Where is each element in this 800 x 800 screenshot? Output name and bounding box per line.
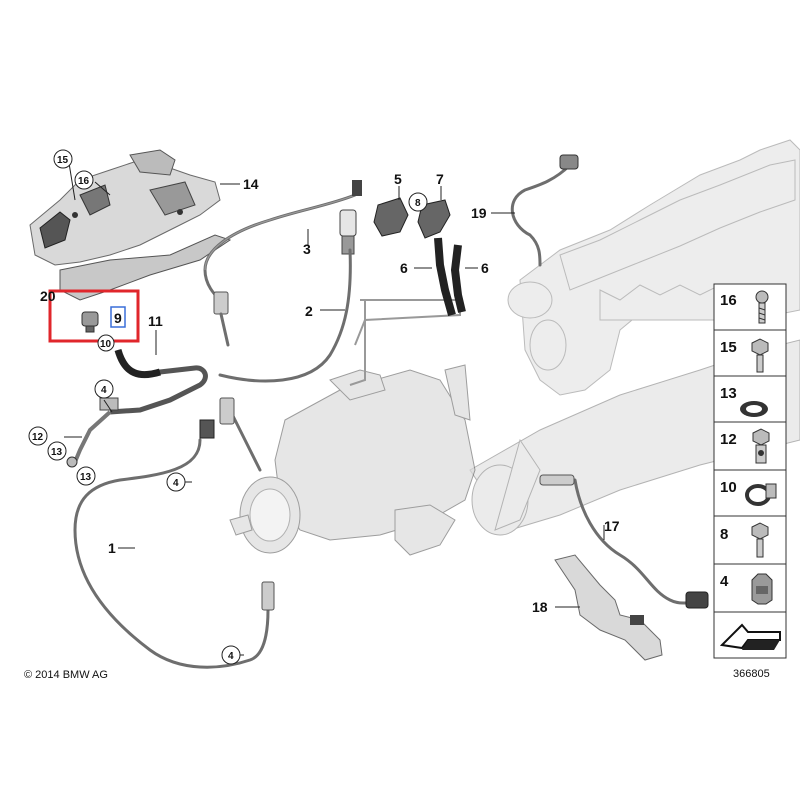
callout-6a[interactable]: 6 [400, 260, 408, 276]
svg-text:16: 16 [78, 176, 90, 187]
svg-text:16: 16 [720, 292, 737, 309]
legend-row-arrow[interactable] [713, 611, 787, 659]
legend-row-13[interactable]: 13 [713, 375, 787, 423]
callout-9[interactable]: 9 [114, 310, 122, 326]
svg-text:8: 8 [720, 526, 728, 543]
svg-text:13: 13 [720, 385, 737, 402]
bracket-part-14 [29, 149, 232, 301]
image-number: 366805 [733, 668, 770, 680]
callout-17[interactable]: 17 [604, 518, 620, 534]
svg-text:13: 13 [51, 447, 63, 458]
callout-11[interactable]: 11 [148, 313, 163, 329]
callout-7[interactable]: 7 [436, 171, 444, 187]
svg-text:12: 12 [32, 432, 44, 443]
callout-18[interactable]: 18 [532, 599, 548, 615]
callout-13b[interactable]: 13 [76, 466, 96, 486]
legend-row-12[interactable]: 12 [713, 421, 787, 471]
legend-row-15[interactable]: 15 [713, 329, 787, 377]
callout-4a[interactable]: 4 [94, 379, 114, 399]
callout-13a[interactable]: 13 [47, 441, 67, 461]
callout-16[interactable]: 16 [74, 170, 94, 190]
pipe-part-11 [66, 348, 208, 468]
banjo-bolt-icon [752, 428, 770, 464]
callout-1[interactable]: 1 [108, 540, 116, 556]
selected-part-highlight[interactable] [48, 289, 140, 343]
particulate-filter [229, 364, 476, 556]
clip-icon [751, 573, 773, 605]
hose-clamp-icon [745, 483, 777, 506]
callout-4c[interactable]: 4 [221, 645, 241, 665]
legend-row-8[interactable]: 8 [713, 515, 787, 565]
screw-icon [755, 290, 769, 324]
callout-15[interactable]: 15 [53, 149, 73, 169]
legend-row-4[interactable]: 4 [713, 563, 787, 613]
sealing-ring-icon [740, 401, 768, 417]
callouts: 14 15 16 3 2 5 7 8 6 6 19 20 9 10 11 4 [28, 149, 620, 665]
svg-text:15: 15 [720, 339, 737, 356]
callout-3[interactable]: 3 [303, 241, 311, 257]
svg-text:4: 4 [720, 573, 729, 590]
callout-10[interactable]: 10 [97, 334, 115, 352]
callout-5[interactable]: 5 [394, 171, 402, 187]
sensor-part-9 [81, 311, 99, 333]
parts-legend: 16 15 13 [713, 283, 787, 680]
legend-row-10[interactable]: 10 [713, 469, 787, 517]
callout-14[interactable]: 14 [243, 176, 259, 192]
callout-2[interactable]: 2 [305, 303, 313, 319]
legend-row-16[interactable]: 16 [713, 283, 787, 331]
svg-text:4: 4 [228, 651, 234, 662]
svg-text:4: 4 [173, 478, 179, 489]
leader-lines [64, 162, 605, 656]
callout-6b[interactable]: 6 [481, 260, 489, 276]
callout-4b[interactable]: 4 [166, 472, 186, 492]
svg-text:10: 10 [100, 339, 112, 350]
svg-text:10: 10 [720, 479, 737, 496]
copyright-notice: © 2014 BMW AG [24, 669, 108, 681]
hex-screw-icon [751, 522, 769, 558]
callout-12[interactable]: 12 [28, 426, 48, 446]
selected-callout-frame [110, 306, 126, 328]
callout-8[interactable]: 8 [408, 192, 428, 212]
svg-text:15: 15 [57, 155, 69, 166]
hex-bolt-icon [751, 338, 769, 373]
pressure-sensors [373, 197, 466, 317]
bracket-part-18 [554, 554, 663, 661]
sensor-cables [73, 154, 709, 669]
arrow-pointer-icon [719, 623, 781, 650]
callout-20[interactable]: 20 [40, 288, 56, 304]
callout-19[interactable]: 19 [471, 205, 487, 221]
svg-text:12: 12 [720, 431, 737, 448]
svg-text:13: 13 [80, 472, 92, 483]
svg-text:4: 4 [101, 385, 107, 396]
svg-text:8: 8 [415, 198, 421, 209]
